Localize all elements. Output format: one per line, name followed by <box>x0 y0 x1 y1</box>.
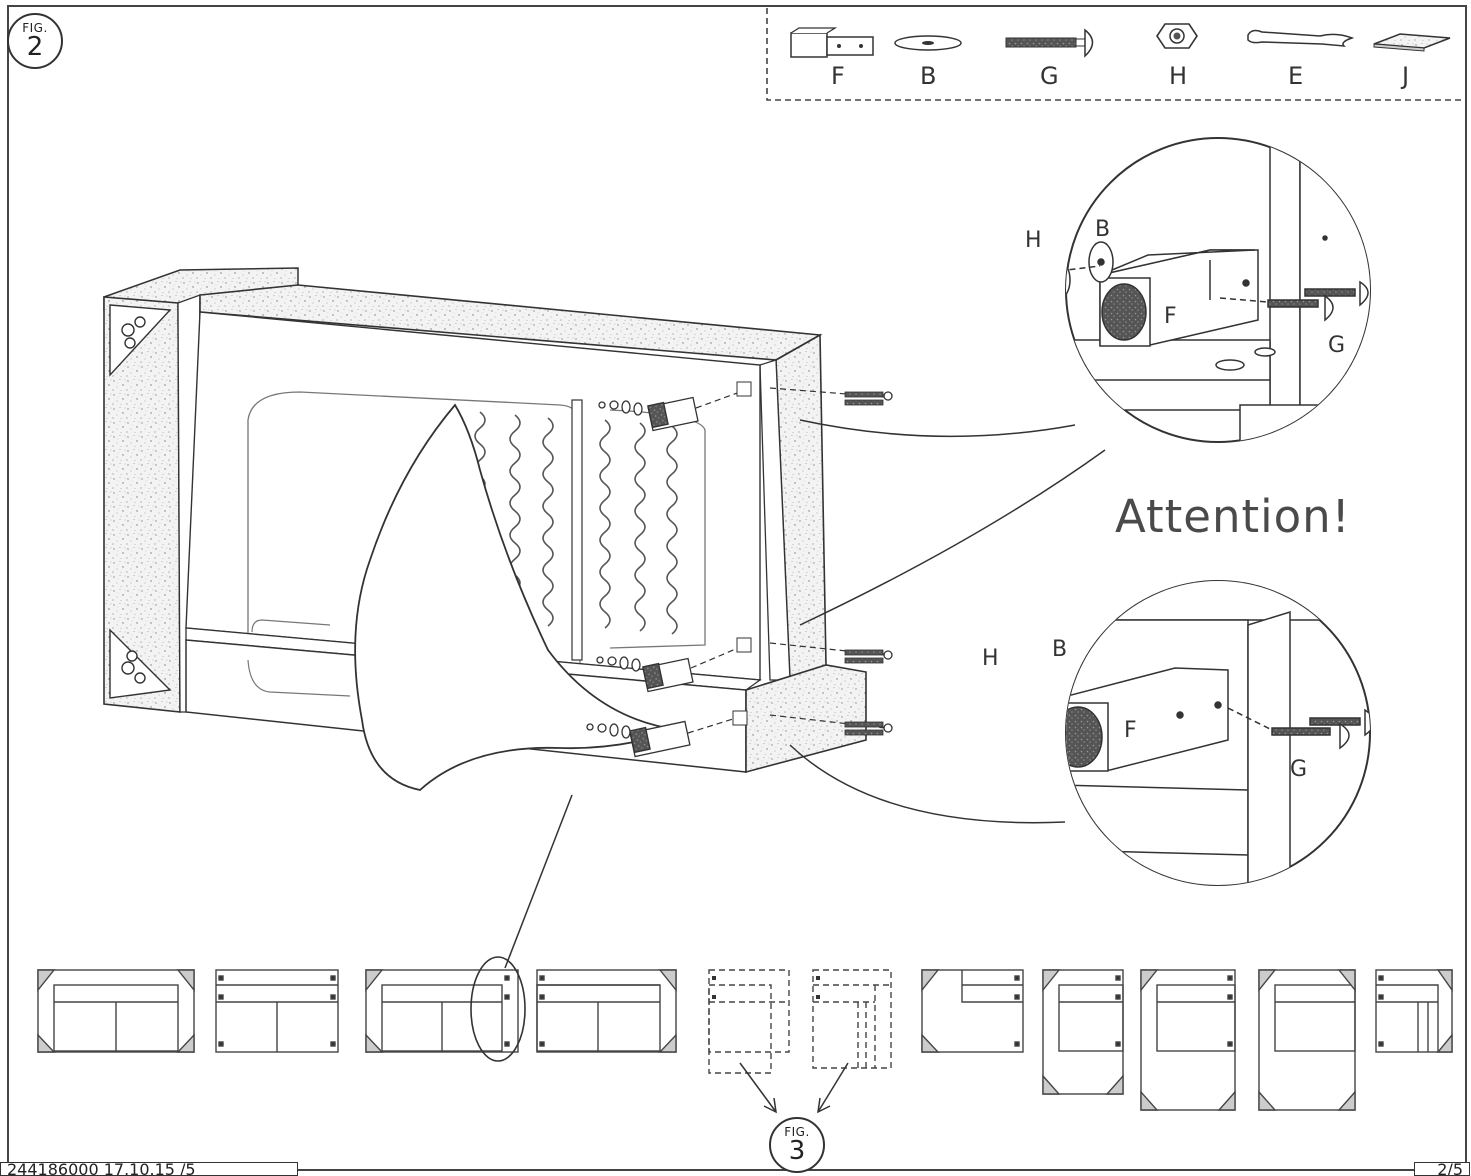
figure-number-badge: FIG. 2 <box>7 13 63 69</box>
bracket-icon <box>790 27 874 58</box>
figure-number: 2 <box>26 32 44 62</box>
part-label-j: J <box>1402 62 1410 90</box>
bolt-icon <box>1005 28 1094 58</box>
part-label-h: H <box>1169 62 1188 90</box>
config-thumbnail <box>921 969 1024 1053</box>
config-thumbnail <box>1375 969 1453 1053</box>
callout-bottom-detail <box>1065 580 1371 886</box>
callout-top-label-f: F <box>1164 304 1177 329</box>
callout-bottom-label-f: F <box>1124 718 1137 743</box>
config-thumbnail <box>37 969 195 1053</box>
felt-pad-icon <box>1373 33 1451 52</box>
next-figure-number: 3 <box>788 1136 806 1166</box>
wrench-icon <box>1247 29 1355 47</box>
config-thumbnail-current <box>365 956 526 1062</box>
config-thumbnail <box>215 969 339 1053</box>
config-thumbnail <box>536 969 677 1053</box>
figure-label: FIG. <box>22 21 48 35</box>
frame-brackets <box>586 381 893 758</box>
config-thumbnail <box>1258 969 1356 1111</box>
page-border <box>7 5 1467 1171</box>
callout-top-label-g: G <box>1328 333 1346 358</box>
callout-top-label-b: B <box>1095 217 1111 242</box>
next-figure-label: FIG. <box>784 1125 810 1139</box>
callout-top-detail <box>1065 137 1371 443</box>
config-thumbnail <box>1140 969 1236 1111</box>
callout-bottom-label-b: B <box>1052 637 1068 662</box>
attention-warning: Attention! <box>1115 490 1351 543</box>
parts-legend <box>766 8 1465 101</box>
configuration-thumbnails <box>37 956 1453 1114</box>
callout-bottom-label-h: H <box>982 646 999 671</box>
part-label-b: B <box>920 62 937 90</box>
config-thumbnail <box>1042 969 1124 1095</box>
nut-icon <box>1156 23 1198 49</box>
sofa-frame <box>103 267 893 791</box>
callout-bottom-label-g: G <box>1290 757 1308 782</box>
document-code: 244186000 17.10.15 /5 <box>0 1162 298 1176</box>
config-thumbnail-dashed <box>708 969 790 1074</box>
page-number: 2/5 <box>1414 1162 1470 1176</box>
next-figure-badge: FIG. 3 <box>769 1117 825 1173</box>
config-thumbnail-dashed <box>812 969 892 1069</box>
washer-icon <box>894 35 962 51</box>
part-label-g: G <box>1040 62 1059 90</box>
part-label-e: E <box>1288 62 1304 90</box>
callout-top-label-h: H <box>1025 228 1042 253</box>
part-label-f: F <box>831 62 845 90</box>
